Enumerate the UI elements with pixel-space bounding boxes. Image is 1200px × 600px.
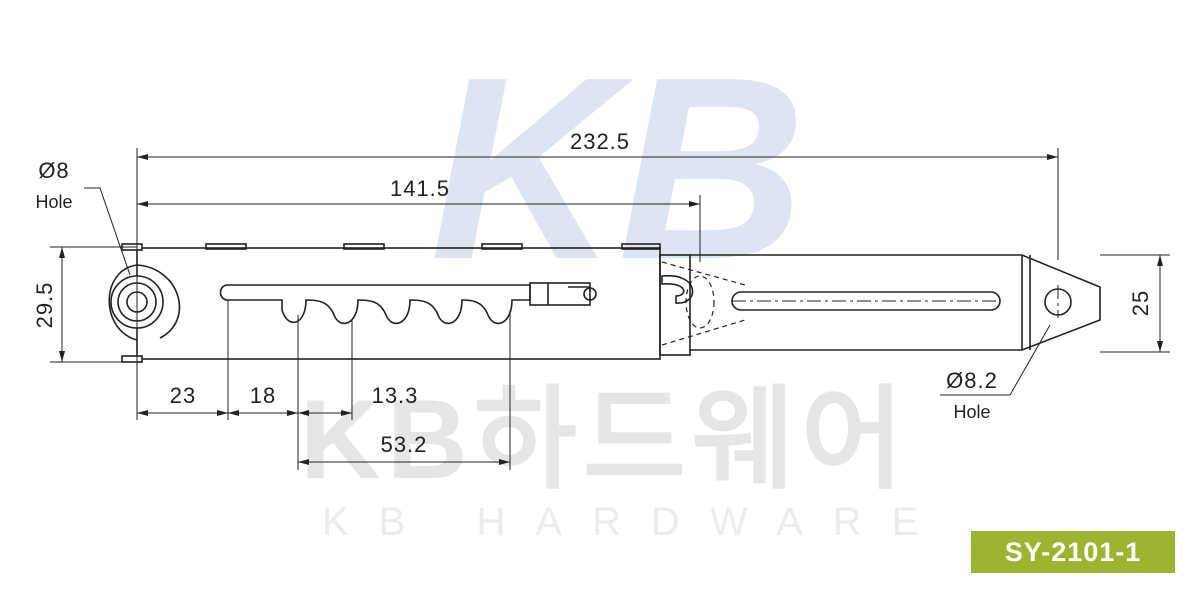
left-height-label: 29.5 — [32, 282, 57, 329]
right-hole-diameter: Ø8.2 — [946, 368, 998, 393]
dimension-lines — [50, 148, 1170, 470]
adjustment-slot — [219, 284, 531, 325]
kb-logo-watermark: KB — [430, 24, 806, 314]
center-lines — [732, 285, 1059, 318]
overall-length-label: 232.5 — [570, 129, 630, 154]
notch-pitch-label: 13.3 — [372, 383, 419, 408]
inner-length-label: 141.5 — [390, 176, 450, 201]
korean-watermark: KB하드웨어 — [300, 377, 910, 502]
left-hole-diameter: Ø8 — [38, 158, 69, 183]
dimension-arrows — [59, 154, 1163, 465]
second-segment-label: 18 — [250, 383, 276, 408]
right-hole-label: Hole — [953, 402, 990, 422]
right-height-label: 25 — [1128, 290, 1153, 316]
model-number-badge: SY-2101-1 — [971, 531, 1175, 573]
hidden-lines — [661, 261, 746, 346]
slider-bolt — [529, 282, 597, 306]
notch-span-label: 53.2 — [381, 432, 428, 457]
first-segment-label: 23 — [170, 383, 196, 408]
left-hole-label: Hole — [35, 192, 72, 212]
english-watermark: KB HARDWARE — [322, 500, 948, 544]
